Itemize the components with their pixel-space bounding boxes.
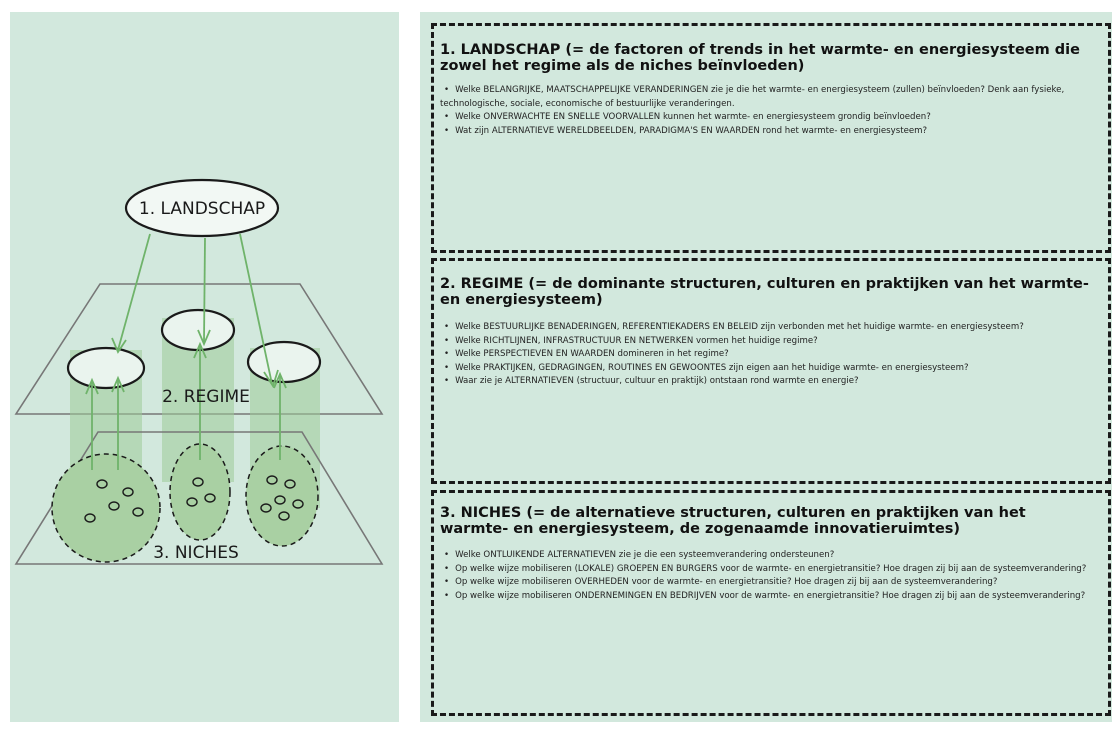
- niche-seeds: [84, 475, 304, 523]
- niche-middle: [169, 443, 231, 541]
- regime-label: 2. REGIME: [162, 387, 250, 407]
- question-item: Welke BELANGRIJKE, MAATSCHAPPELIJKE VERA…: [440, 84, 1094, 111]
- question-list: Welke ONTLUIKENDE ALTERNATIEVEN zie je d…: [440, 549, 1094, 603]
- section-landschap: 1. LANDSCHAP (= de factoren of trends in…: [431, 23, 1111, 253]
- question-item: Welke BESTUURLIJKE BENADERINGEN, REFEREN…: [440, 321, 1094, 335]
- section-regime: 2. REGIME (= de dominante structuren, cu…: [431, 258, 1111, 484]
- arrows-up: [85, 341, 287, 470]
- question-item: Welke ONVERWACHTE EN SNELLE VOORVALLEN k…: [440, 111, 1094, 125]
- cylinder-left-top: [66, 346, 146, 390]
- landscape-ellipse: [124, 178, 280, 238]
- cylinder-middle: [162, 318, 234, 482]
- diagram-panel: 1. LANDSCHAP 2. REGIME 3. NICHES: [10, 12, 399, 722]
- regime-plane: [14, 283, 384, 415]
- question-item: Op welke wijze mobiliseren ONDERNEMINGEN…: [440, 590, 1094, 604]
- section-niches: 3. NICHES (= de alternatieve structuren,…: [431, 490, 1111, 716]
- arrows-down: [111, 233, 279, 389]
- section-title: 2. REGIME (= de dominante structuren, cu…: [440, 276, 1089, 308]
- niches-plane: [14, 431, 384, 565]
- question-item: Welke ONTLUIKENDE ALTERNATIEVEN zie je d…: [440, 549, 1094, 563]
- multilevel-perspective-diagram: 1. LANDSCHAP 2. REGIME 3. NICHES: [14, 178, 384, 565]
- section-title: 3. NICHES (= de alternatieve structuren,…: [440, 505, 1026, 537]
- question-item: Wat zijn ALTERNATIEVE WERELDBEELDEN, PAR…: [440, 125, 1094, 139]
- cylinder-right-top: [246, 340, 322, 384]
- niche-left: [51, 453, 161, 563]
- question-list: Welke BESTUURLIJKE BENADERINGEN, REFEREN…: [440, 321, 1094, 389]
- niches-label: 3. NICHES: [153, 543, 239, 563]
- question-list: Welke BELANGRIJKE, MAATSCHAPPELIJKE VERA…: [440, 84, 1094, 138]
- question-item: Welke PERSPECTIEVEN EN WAARDEN domineren…: [440, 348, 1094, 362]
- question-item: Welke PRAKTIJKEN, GEDRAGINGEN, ROUTINES …: [440, 362, 1094, 376]
- section-title: 1. LANDSCHAP (= de factoren of trends in…: [440, 42, 1080, 74]
- question-item: Op welke wijze mobiliseren (LOKALE) GROE…: [440, 563, 1094, 577]
- question-item: Welke RICHTLIJNEN, INFRASTRUCTUUR EN NET…: [440, 335, 1094, 349]
- landscape-label: 1. LANDSCHAP: [139, 199, 265, 219]
- question-item: Op welke wijze mobiliseren OVERHEDEN voo…: [440, 576, 1094, 590]
- question-item: Waar zie je ALTERNATIEVEN (structuur, cu…: [440, 375, 1094, 389]
